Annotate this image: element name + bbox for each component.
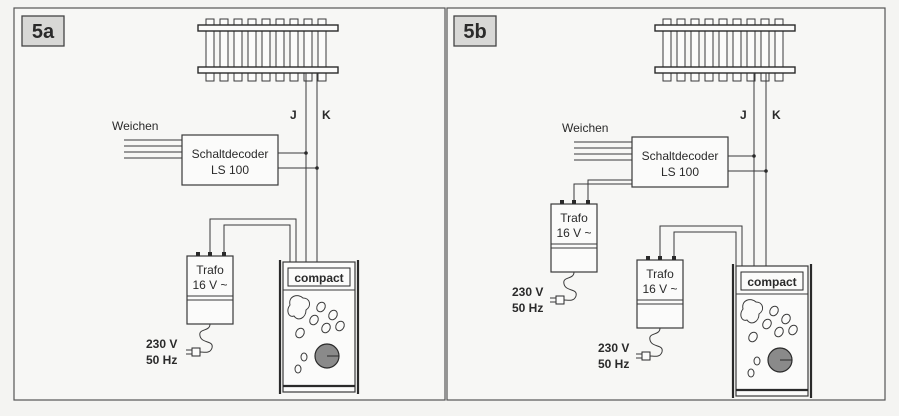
controller-label: compact xyxy=(747,275,796,289)
panel-label: 5b xyxy=(463,21,486,43)
panel-label-box xyxy=(21,15,65,47)
function-key-icon xyxy=(287,295,311,320)
decoder-box xyxy=(181,134,279,186)
panel-label: 5a xyxy=(32,21,55,43)
wire-k-label: K xyxy=(322,108,331,122)
switches-label: Weichen xyxy=(112,119,158,133)
wire-k-label: K xyxy=(772,108,781,122)
power-cord xyxy=(563,271,577,301)
track-icon xyxy=(654,18,796,82)
decoder-power-wire xyxy=(573,183,632,204)
transformer-rating: 16 V ~ xyxy=(192,278,227,292)
mains-voltage: 230 V xyxy=(598,341,629,355)
trafo-wire-2 xyxy=(673,231,737,266)
wire-j-label: J xyxy=(740,108,747,122)
panel-5b: 5b J K Weichen Schaltdec xyxy=(446,7,886,401)
mains-frequency: 50 Hz xyxy=(598,357,629,371)
decoder-power-wire-2 xyxy=(587,179,632,204)
transformer-decoder: Trafo 16 V ~ 230 V 50 Hz xyxy=(512,200,598,315)
controller-label: compact xyxy=(294,271,343,285)
function-key-icon xyxy=(740,299,764,324)
plug-icon xyxy=(550,295,565,305)
decoder-title: Schaltdecoder xyxy=(642,149,719,163)
speed-knob-icon xyxy=(767,347,793,373)
mains-voltage: 230 V xyxy=(512,285,543,299)
transformer-rating: 16 V ~ xyxy=(556,226,591,240)
wire-j-label: J xyxy=(290,108,297,122)
mains-frequency: 50 Hz xyxy=(512,301,543,315)
transformer: Trafo 16 V ~ 230 V 50 Hz xyxy=(146,252,234,367)
decoder-model: LS 100 xyxy=(661,165,699,179)
plug-icon xyxy=(636,351,651,361)
trafo-wire-1 xyxy=(209,218,297,262)
power-cord xyxy=(649,327,663,357)
track-icon xyxy=(197,18,339,82)
switch-wires xyxy=(124,139,182,159)
compact-controller: compact xyxy=(731,264,813,398)
decoder-model: LS 100 xyxy=(211,163,249,177)
transformer-title: Trafo xyxy=(646,267,674,281)
transformer-title: Trafo xyxy=(560,211,588,225)
function-buttons xyxy=(294,301,345,374)
controller-label-box xyxy=(740,271,804,291)
switches-label: Weichen xyxy=(562,121,608,135)
transformer-box xyxy=(636,259,684,329)
power-cord xyxy=(199,323,213,353)
panel-label-box xyxy=(453,15,497,47)
plug-icon xyxy=(186,347,201,357)
controller-label-box xyxy=(287,267,351,287)
switch-wires xyxy=(574,141,632,161)
mains-voltage: 230 V xyxy=(146,337,177,351)
trafo-wire-1 xyxy=(659,225,743,266)
transformer-title: Trafo xyxy=(196,263,224,277)
mains-frequency: 50 Hz xyxy=(146,353,177,367)
speed-knob-icon xyxy=(314,343,340,369)
panel-5a: 5a J K Weichen Schaltdec xyxy=(13,7,446,401)
function-buttons xyxy=(747,305,798,378)
transformer-controller: Trafo 16 V ~ 230 V 50 Hz xyxy=(598,256,684,371)
trafo-wire-2 xyxy=(223,224,291,262)
compact-controller: compact xyxy=(278,260,360,394)
transformer-rating: 16 V ~ xyxy=(642,282,677,296)
decoder-box xyxy=(631,136,729,188)
decoder-title: Schaltdecoder xyxy=(192,147,269,161)
